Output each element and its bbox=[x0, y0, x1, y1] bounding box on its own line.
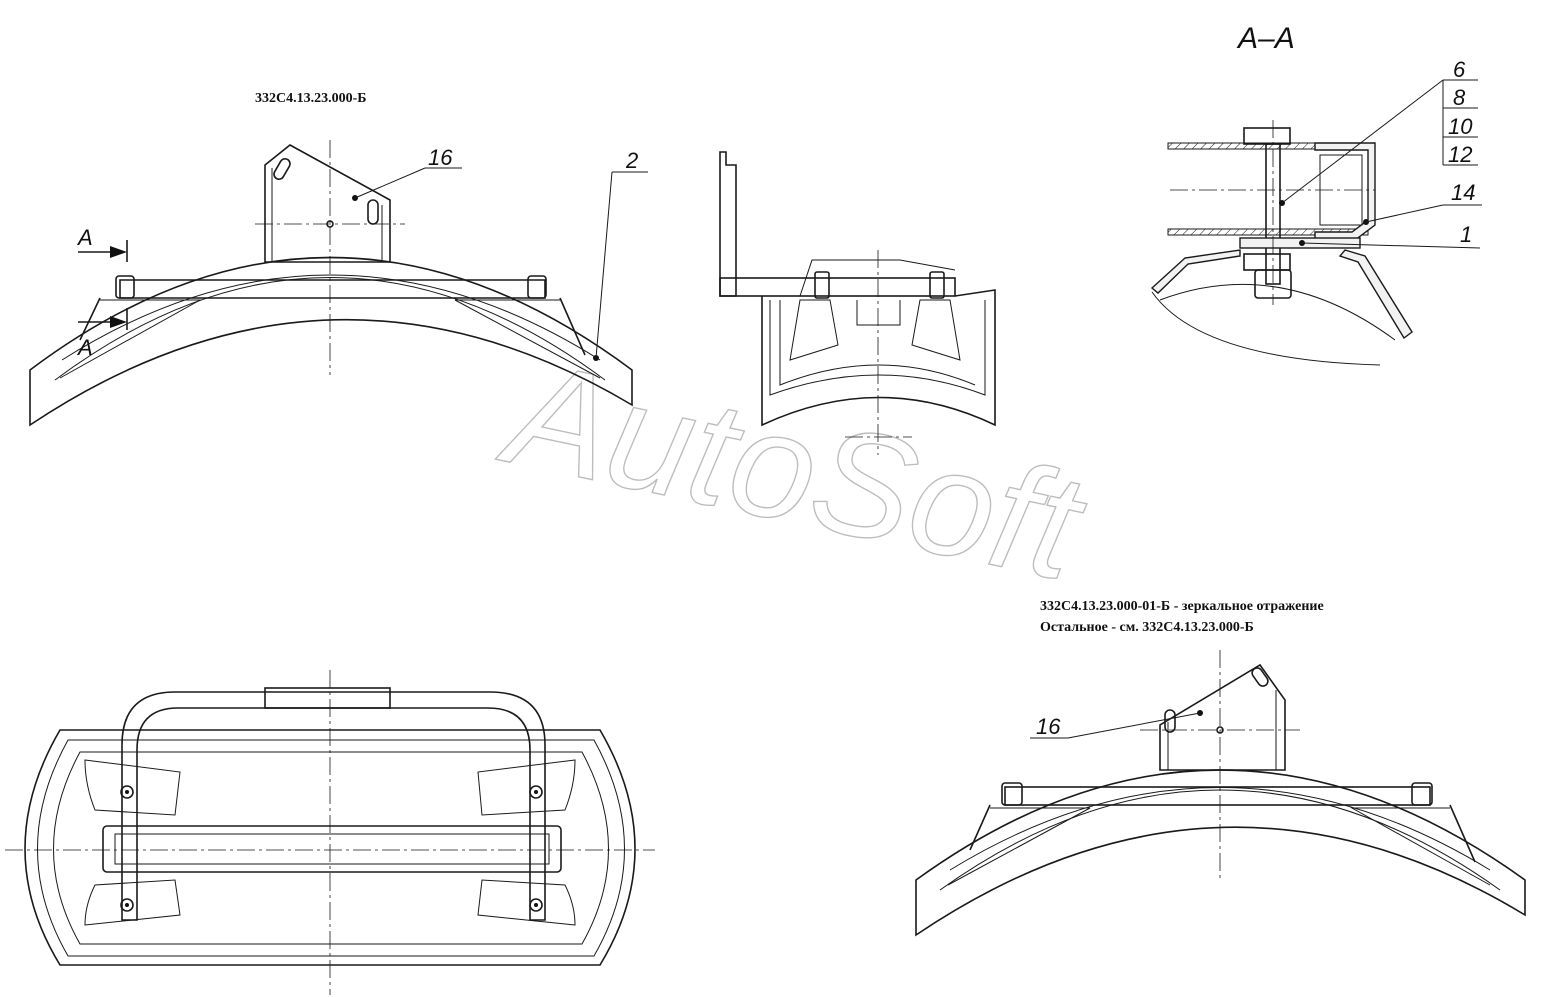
mirror-bracket-plate bbox=[1159, 663, 1286, 771]
callout-front-fender: 2 bbox=[625, 148, 638, 173]
section-marker-bottom: А bbox=[76, 335, 93, 360]
callout-section-8: 8 bbox=[1453, 85, 1466, 110]
callout-mirror-bracket: 16 bbox=[1036, 714, 1061, 739]
callout-section-1: 1 bbox=[1460, 222, 1472, 247]
mirror-note-2: Остальное - см. 332С4.13.23.000-Б bbox=[1040, 620, 1254, 635]
callout-section-14: 14 bbox=[1451, 180, 1475, 205]
front-bracket-plate bbox=[264, 144, 391, 263]
front-fender bbox=[29, 256, 633, 427]
main-designation: 332С4.13.23.000-Б bbox=[255, 91, 367, 106]
section-label: А–А bbox=[1236, 22, 1295, 55]
watermark-text: AutoSoft bbox=[488, 326, 1099, 613]
mirror-note-1: 332С4.13.23.000-01-Б - зеркальное отраже… bbox=[1040, 599, 1324, 614]
callout-front-bracket: 16 bbox=[428, 145, 453, 170]
section-marker-top: А bbox=[76, 225, 93, 250]
callout-section-12: 12 bbox=[1448, 142, 1472, 167]
mirror-front-view: 16 bbox=[915, 650, 1526, 937]
callout-section-10: 10 bbox=[1448, 114, 1473, 139]
top-view bbox=[5, 670, 655, 995]
side-view bbox=[719, 151, 996, 455]
callout-section-6: 6 bbox=[1453, 57, 1466, 82]
section-a-a: А–А 6 8 10 12 14 bbox=[1150, 22, 1482, 366]
front-view: А А 16 2 bbox=[29, 140, 648, 427]
